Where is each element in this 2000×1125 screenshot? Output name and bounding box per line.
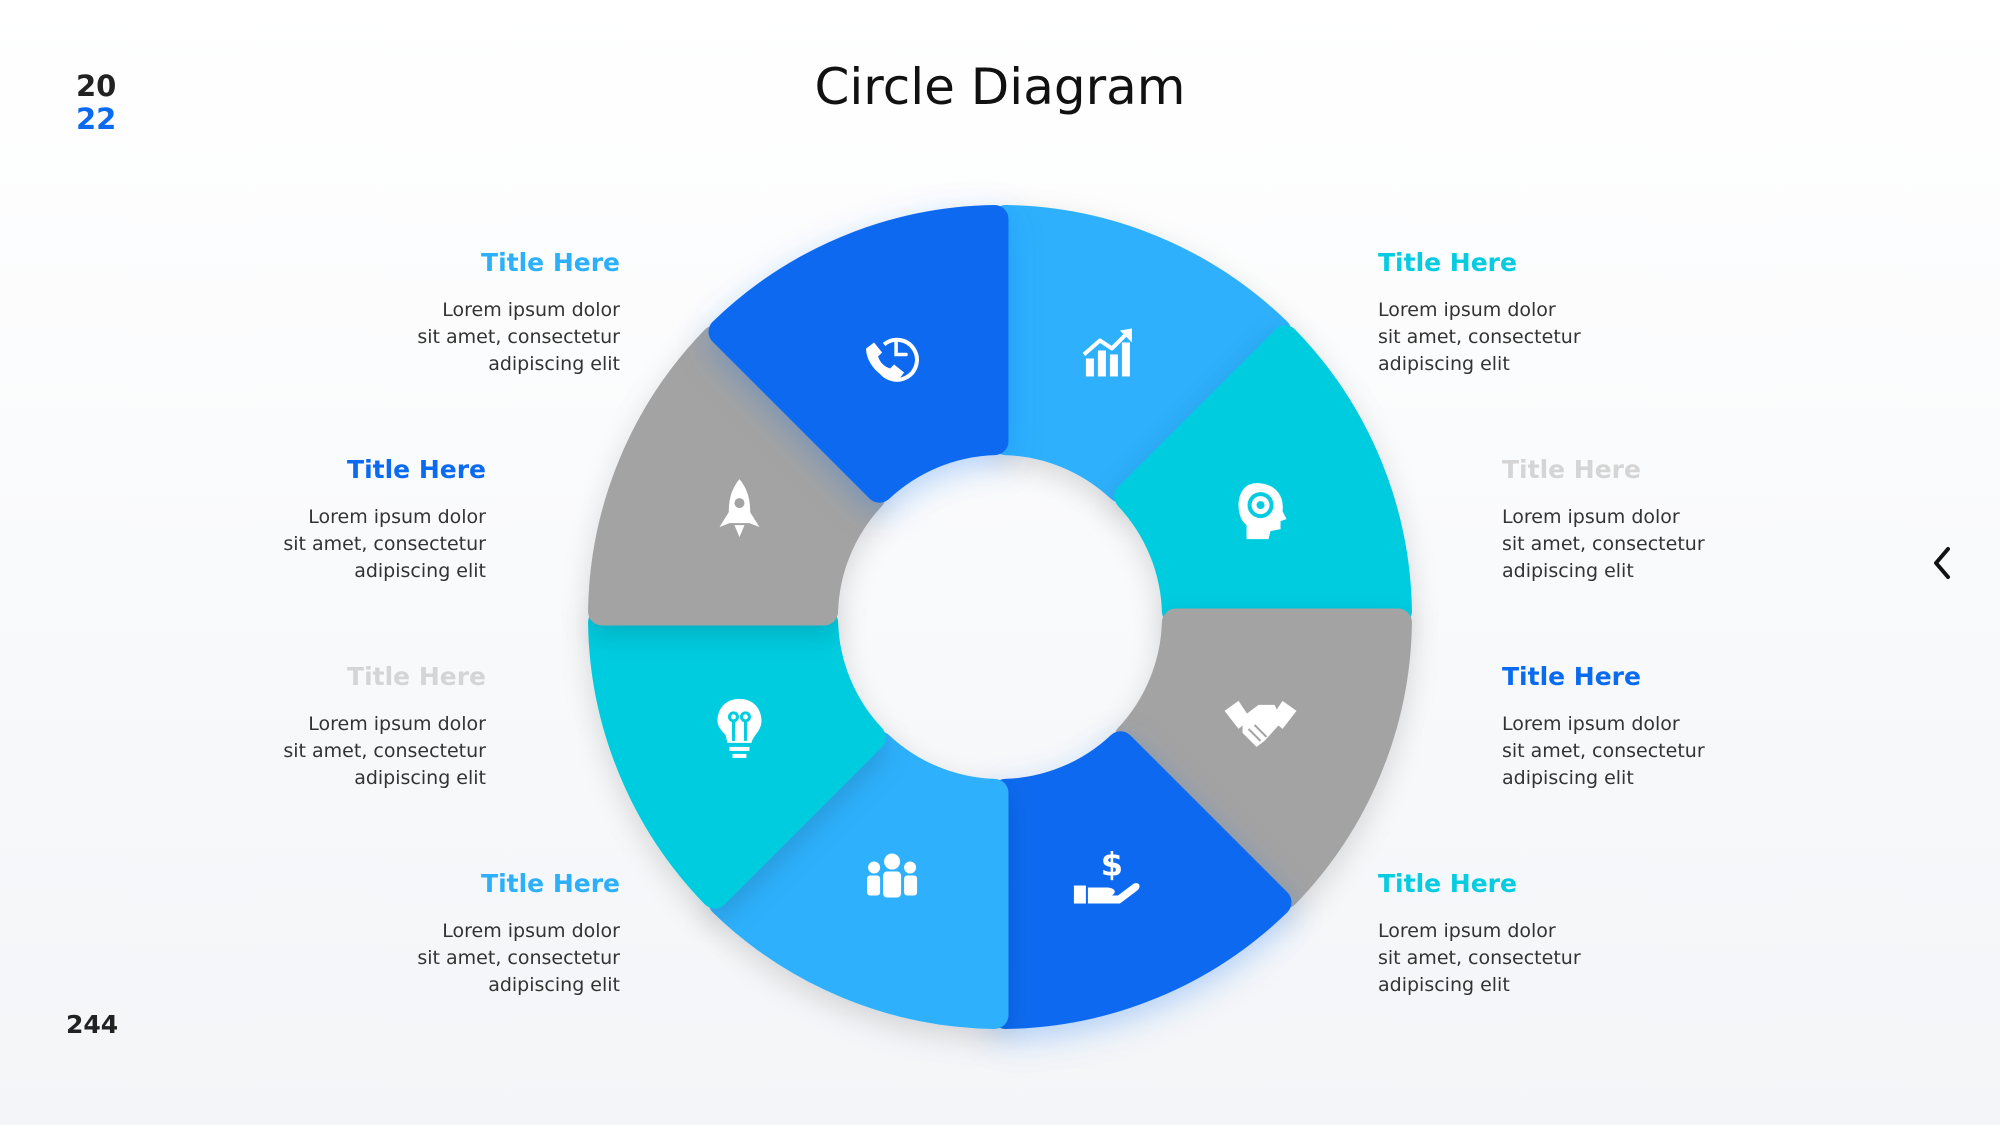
svg-text:$: $ — [1101, 846, 1123, 884]
label-block-left-upper: Title Here Lorem ipsum dolor sit amet, c… — [186, 455, 486, 585]
label-title: Title Here — [1378, 869, 1517, 898]
year-top: 20 — [76, 69, 117, 103]
label-body: Lorem ipsum dolor sit amet, consectetur … — [417, 299, 620, 375]
label-body: Lorem ipsum dolor sit amet, consectetur … — [1378, 299, 1581, 375]
label-block-left-lower: Title Here Lorem ipsum dolor sit amet, c… — [186, 662, 486, 792]
label-body: Lorem ipsum dolor sit amet, consectetur … — [417, 920, 620, 996]
label-body: Lorem ipsum dolor sit amet, consectetur … — [1378, 920, 1581, 996]
label-title: Title Here — [1502, 455, 1641, 484]
money-hand-icon: $ — [1073, 846, 1140, 904]
team-icon — [867, 853, 918, 898]
label-body: Lorem ipsum dolor sit amet, consectetur … — [283, 713, 486, 789]
ring-segment — [1114, 325, 1412, 626]
ring-segment — [588, 325, 886, 626]
label-block-top-left: Title Here Lorem ipsum dolor sit amet, c… — [320, 248, 620, 378]
growth-chart-icon — [1082, 328, 1132, 377]
label-title: Title Here — [347, 662, 486, 691]
year-badge: 20 22 — [76, 70, 116, 136]
label-title: Title Here — [1502, 662, 1641, 691]
label-body: Lorem ipsum dolor sit amet, consectetur … — [283, 506, 486, 582]
page-title: Circle Diagram — [814, 58, 1186, 116]
ring-segment — [991, 731, 1292, 1029]
lightbulb-icon — [717, 698, 762, 758]
year-bottom: 22 — [76, 102, 117, 136]
ring-segment — [588, 608, 886, 909]
label-title: Title Here — [1378, 248, 1517, 277]
head-gear-icon — [1238, 483, 1287, 540]
label-body: Lorem ipsum dolor sit amet, consectetur … — [1502, 713, 1705, 789]
label-block-bottom-right: Title Here Lorem ipsum dolor sit amet, c… — [1378, 869, 1678, 999]
label-block-bottom-left: Title Here Lorem ipsum dolor sit amet, c… — [320, 869, 620, 999]
rocket-icon — [719, 479, 760, 538]
page-number: 244 — [66, 1010, 119, 1039]
icons-group: $ — [717, 328, 1297, 904]
label-block-right-lower: Title Here Lorem ipsum dolor sit amet, c… — [1502, 662, 1802, 792]
label-title: Title Here — [481, 869, 620, 898]
ring-segment — [991, 205, 1292, 503]
label-body: Lorem ipsum dolor sit amet, consectetur … — [1502, 506, 1705, 582]
segments-group — [588, 205, 1412, 1029]
label-block-top-right: Title Here Lorem ipsum dolor sit amet, c… — [1378, 248, 1678, 378]
ring-segment — [708, 205, 1009, 503]
chevron-left-icon[interactable] — [1926, 544, 1956, 582]
label-block-right-upper: Title Here Lorem ipsum dolor sit amet, c… — [1502, 455, 1802, 585]
ring-segment — [708, 731, 1009, 1029]
ring-segment — [1114, 608, 1412, 909]
phone-clock-icon — [866, 337, 919, 382]
label-title: Title Here — [481, 248, 620, 277]
handshake-icon — [1224, 700, 1297, 747]
label-title: Title Here — [347, 455, 486, 484]
